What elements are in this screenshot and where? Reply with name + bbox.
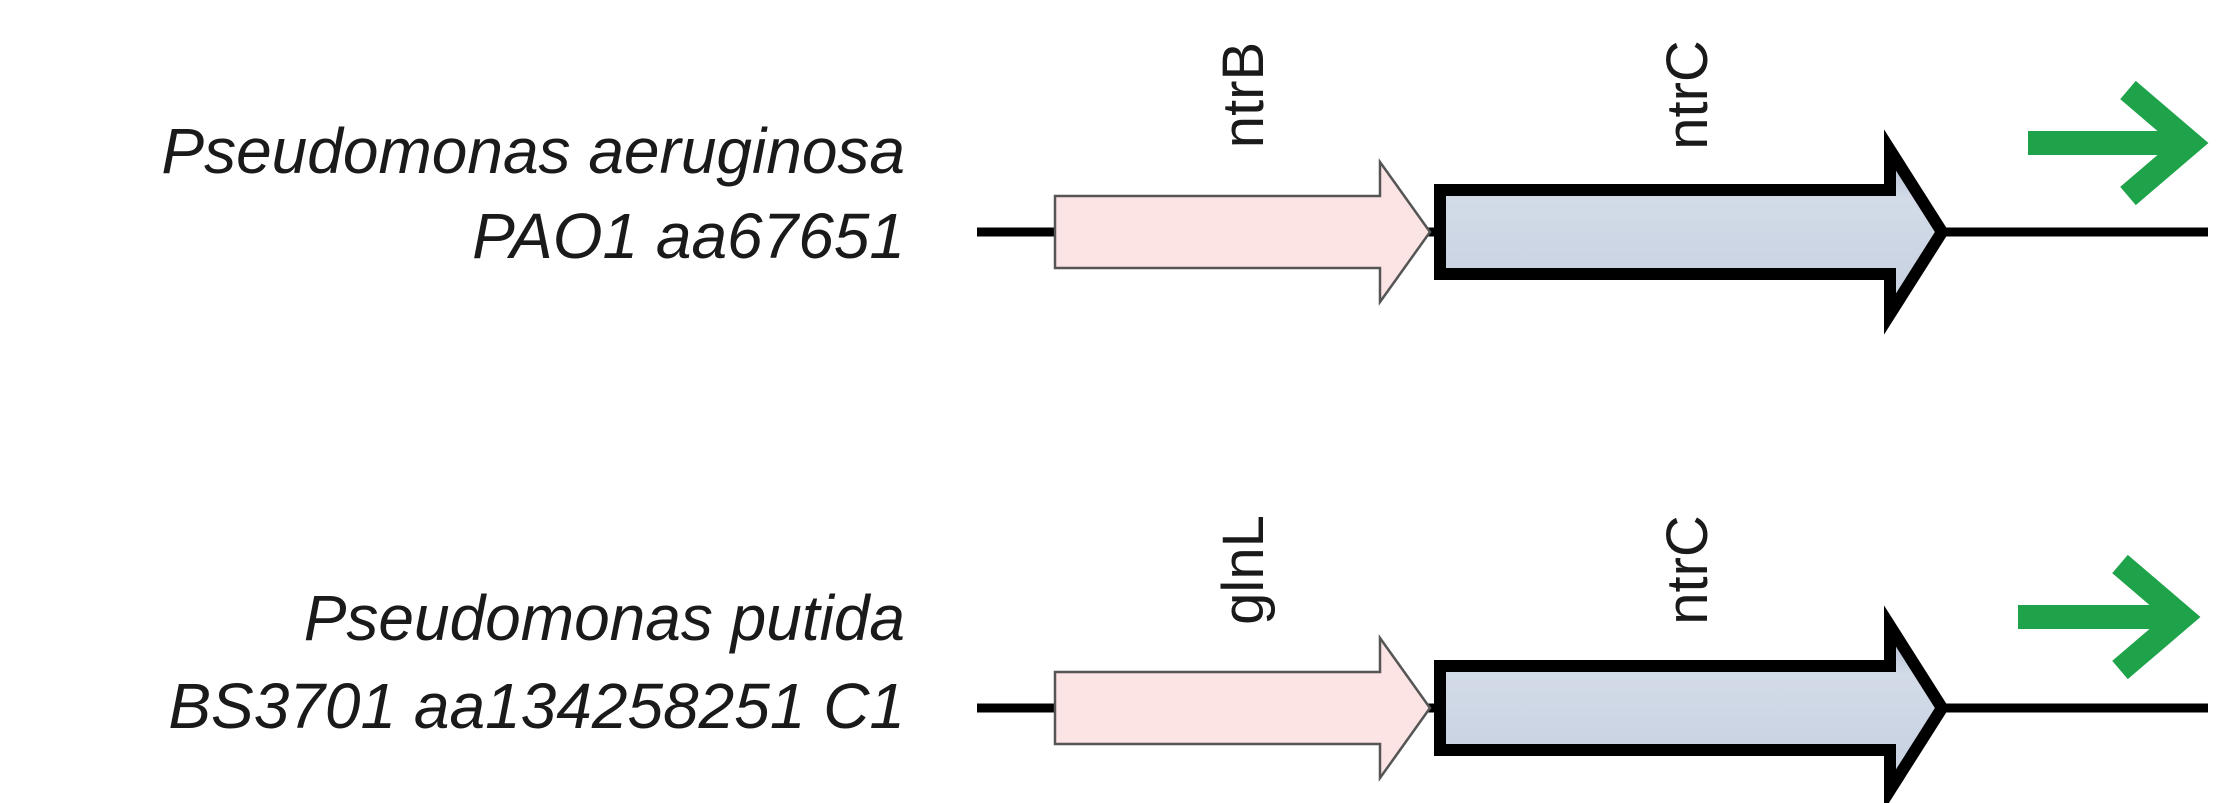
- strain-id: PAO1 aa67651: [472, 200, 905, 272]
- strain-id: BS3701 aa134258251 C1: [168, 670, 905, 742]
- gene-label-glnL: glnL: [1211, 515, 1276, 625]
- gene-arrow-glnL: [1053, 634, 1432, 782]
- right-arrow-icon: [2018, 554, 2201, 680]
- track-2: Pseudomonas putida BS3701 aa134258251 C1…: [168, 515, 2208, 803]
- gene-label-ntrB: ntrB: [1211, 42, 1276, 148]
- gene-arrow-ntrC: [1434, 129, 1950, 335]
- right-arrow-icon: [2028, 80, 2209, 206]
- organism-name: Pseudomonas putida: [304, 582, 905, 654]
- organism-name: Pseudomonas aeruginosa: [161, 115, 905, 187]
- gene-arrow-ntrB: [1053, 158, 1432, 306]
- gene-arrow-ntrC: [1434, 605, 1950, 803]
- gene-label-ntrC: ntrC: [1655, 515, 1720, 625]
- track-1: Pseudomonas aeruginosa PAO1 aa67651 ntrB…: [161, 40, 2209, 335]
- gene-label-ntrC: ntrC: [1655, 40, 1720, 150]
